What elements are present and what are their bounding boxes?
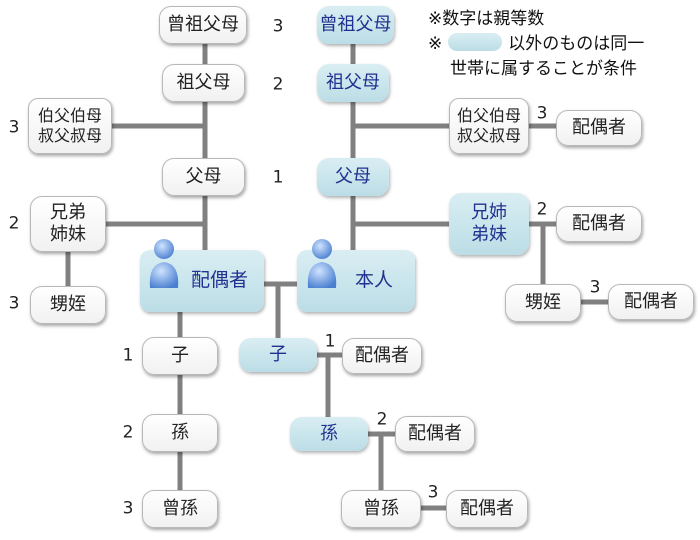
degree-uncles-aunts-self-partner: 3 — [536, 103, 548, 124]
degree-uncles-aunts-spouse: 3 — [8, 117, 20, 138]
degree-grandchild-partner: 2 — [376, 409, 388, 430]
node-nephews-spouse: 甥姪 — [30, 286, 106, 324]
node-siblings-self-partner: 配偶者 — [556, 206, 642, 242]
note-household-cont: 世帯に属することが条件 — [450, 59, 637, 79]
node-child-partner: 配偶者 — [342, 338, 422, 374]
node-child-spouse-side: 子 — [142, 337, 218, 375]
degree-child-partner: 1 — [324, 331, 336, 352]
node-child-hl: 子 — [239, 338, 317, 372]
self-label: 本人 — [354, 269, 393, 292]
node-nephews-self: 甥姪 — [505, 284, 581, 322]
node-grandchild: 孫 — [142, 414, 218, 452]
node-grandparents-spouse: 祖父母 — [162, 64, 245, 102]
degree-parents: 1 — [272, 167, 284, 188]
node-parents-spouse: 父母 — [162, 158, 245, 196]
highlight-swatch — [448, 33, 503, 51]
degree-siblings-self-partner: 2 — [536, 199, 548, 220]
node-grandchild-partner: 配偶者 — [395, 416, 475, 452]
node-uncles-aunts-spouse: 伯父伯母 叔父叔母 — [28, 98, 112, 154]
node-great-grandparents-self: 曾祖父母 — [317, 6, 394, 44]
note-degree: ※数字は親等数 — [428, 9, 545, 29]
node-uncles-aunts-self: 伯父伯母 叔父叔母 — [449, 98, 529, 154]
node-grandparents-self: 祖父母 — [317, 64, 389, 102]
degree-great-grandparents: 3 — [272, 16, 284, 37]
node-great-grandparents-spouse: 曾祖父母 — [159, 6, 247, 44]
node-parents-self: 父母 — [317, 158, 389, 196]
degree-grandparents: 2 — [272, 74, 284, 95]
degree-nephews-spouse: 3 — [8, 293, 20, 314]
node-uncles-aunts-self-partner: 配偶者 — [556, 110, 642, 146]
note-mark: ※ — [428, 34, 443, 54]
degree-nephews-self-partner: 3 — [589, 277, 601, 298]
degree-child: 1 — [122, 345, 134, 366]
degree-siblings-spouse: 2 — [8, 213, 20, 234]
node-great-grandchild: 曾孫 — [142, 490, 218, 528]
note-line2: 以外のものは同一 — [508, 34, 645, 54]
person-icon — [149, 239, 179, 288]
note-household: ※ 以外のものは同一 — [428, 33, 644, 56]
node-siblings-self: 兄姉 弟妹 — [449, 193, 529, 255]
degree-grandchild: 2 — [122, 422, 134, 443]
spouse-label: 配偶者 — [190, 269, 248, 292]
person-icon — [307, 239, 337, 288]
degree-great-grandchild-partner: 3 — [427, 482, 439, 503]
degree-great-grandchild: 3 — [122, 498, 134, 519]
node-grandchild-hl: 孫 — [290, 417, 368, 451]
node-great-grandchild-self: 曾孫 — [341, 490, 421, 528]
node-great-grandchild-partner: 配偶者 — [446, 490, 528, 528]
node-siblings-spouse: 兄弟 姉妹 — [30, 196, 106, 252]
node-nephews-self-partner: 配偶者 — [608, 284, 694, 320]
